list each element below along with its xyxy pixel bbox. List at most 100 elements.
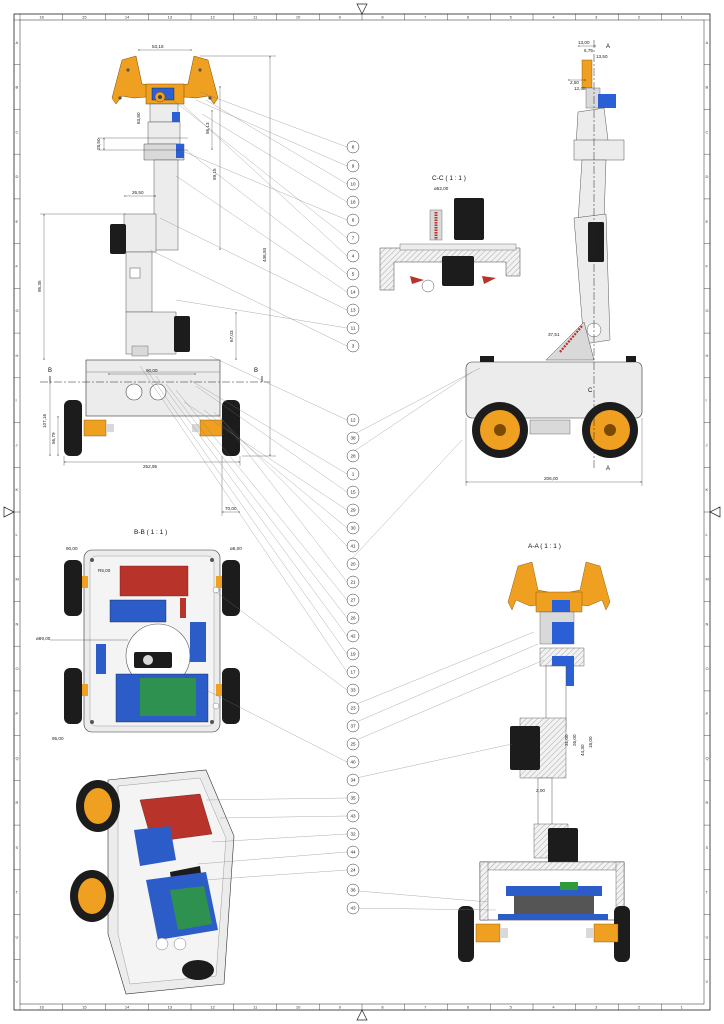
section-cc-title: C-C ( 1 : 1 ) [432,175,466,182]
balloon [346,413,360,427]
zone-row-label: H [16,353,19,358]
zone-row-label: O [706,666,709,671]
zone-row-label: H [706,353,709,358]
zone-row-label: A [706,40,709,45]
leader-line [346,631,535,709]
zone-row-label: J [16,442,18,447]
dim-bb-corner: ø6,00 [230,546,242,551]
dim-servo-width: 26,50 [132,190,144,195]
balloon [346,791,360,805]
zone-column-label: 13 [168,15,173,20]
zone-column-label: 11 [253,15,258,20]
zone-row-label: L [706,532,709,537]
balloon-number: 19 [350,652,356,657]
balloon-number: 28 [350,454,356,459]
balloon-number: 40 [350,760,356,765]
balloon [346,901,360,915]
zone-row-label: A [16,40,19,45]
zone-row-label: M [16,577,19,582]
zone-column-label: 15 [82,1005,87,1010]
zone-row-label: O [16,666,19,671]
section-mark-a-bottom: A [606,466,610,472]
balloon-number: 7 [352,236,355,241]
balloon [346,719,360,733]
zone-row-label: S [706,845,709,850]
balloon-number: 12 [350,418,356,423]
zone-column-label: 1 [681,15,684,20]
dim-wheel-height: 56,79 [51,432,56,444]
zone-column-label: 9 [339,1005,342,1010]
zone-column-label: 15 [82,15,87,20]
balloon [346,503,360,517]
zone-row-label: Q [706,756,709,761]
dim-aa-a: 31,00 [564,734,569,746]
leader-line [203,409,348,529]
zone-row-label: T [706,890,709,895]
zone-ticks: 1616151514141313121211111010998877665544… [14,14,710,1010]
leader-line [195,99,348,167]
zone-column-label: 12 [210,1005,215,1010]
dim-side-base-width: 206,00 [544,476,558,481]
zone-column-label: 5 [510,15,513,20]
leader-line [346,439,463,565]
dim-total-height: 446,93 [262,248,267,262]
dim-arm-height: 59,15 [212,168,217,180]
dim-side-top-a: 13,00 [578,40,590,45]
zone-row-label: N [706,621,709,626]
balloon-number: 43 [350,814,356,819]
leader-line [346,371,473,457]
balloon [346,449,360,463]
zone-column-label: 11 [253,1005,258,1010]
zone-row-label: J [706,442,708,447]
zone-column-label: 13 [168,1005,173,1010]
dim-bb-top-left: 90,00 [66,546,78,551]
front-dimensions [40,49,276,516]
balloon [346,863,360,877]
balloon-number: 43 [350,906,356,911]
dim-overall-width: 252,95 [143,464,157,469]
balloon [346,683,360,697]
side-dimensions [465,45,643,486]
zone-column-label: 1 [681,1005,684,1010]
leader-line [185,149,348,275]
zone-column-label: 14 [125,1005,130,1010]
balloon [346,177,360,191]
balloon-number: 21 [350,580,356,585]
balloon [346,431,360,445]
dim-wheel-offset: 70,00 [225,506,237,511]
balloon-number: 32 [350,832,356,837]
zone-row-label: D [16,174,19,179]
leader-line [205,99,348,185]
zone-row-label: F [16,264,19,269]
zone-column-label: 14 [125,15,130,20]
balloon-number: 1 [352,472,355,477]
leader-line [175,175,348,293]
leader-line [165,383,348,619]
leader-line [213,411,348,547]
balloon [346,231,360,245]
leader-line [219,815,348,819]
dim-bb-bottom-left: 95,00 [52,736,64,741]
balloon-number: 23 [350,706,356,711]
balloon [346,285,360,299]
balloon [346,321,360,335]
dim-aa-e: 2,00 [536,788,545,793]
leader-line [167,95,348,239]
balloon-number: 6 [352,218,355,223]
section-aa: A-A ( 1 : 1 ) [458,543,630,962]
zone-column-label: 6 [467,1005,470,1010]
balloon [346,883,360,897]
side-view: A A C [465,40,643,472]
balloon [346,557,360,571]
zone-row-label: U [16,934,19,939]
leader-line [175,299,348,329]
balloon-number: 10 [350,182,356,187]
zone-column-label: 4 [552,15,555,20]
leader-line [181,103,348,257]
leader-line [346,907,497,911]
balloon [346,809,360,823]
leader-line [346,743,513,781]
zone-row-label: I [706,398,707,403]
zone-row-label: S [16,845,19,850]
